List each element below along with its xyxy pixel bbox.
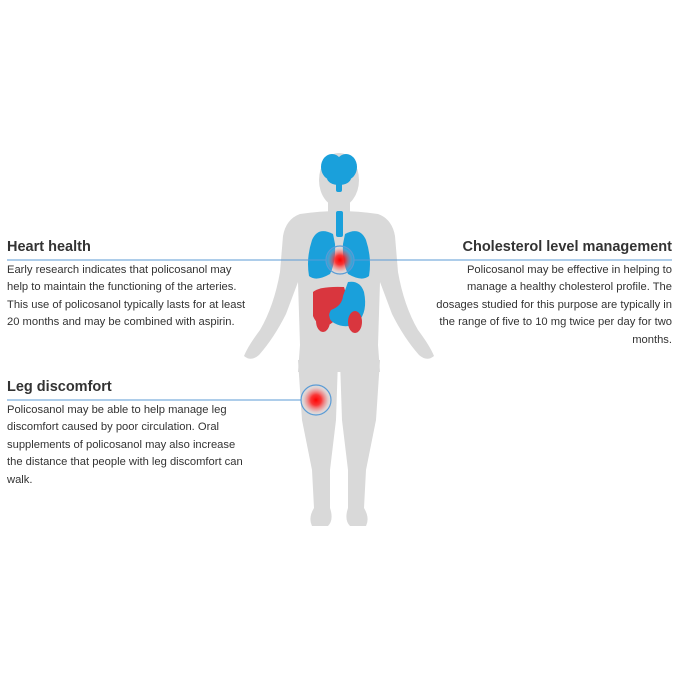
- cholesterol-title: Cholesterol level management: [462, 239, 672, 255]
- leg-discomfort-title: Leg discomfort: [7, 379, 112, 395]
- left-kidney-organ: [316, 310, 330, 332]
- trachea-organ: [336, 211, 343, 237]
- cholesterol-text: Policosanol may be effective in helping …: [436, 264, 672, 346]
- right-kidney-organ: [348, 311, 362, 333]
- heart-health-text: Early research indicates that policosano…: [7, 264, 246, 329]
- body-silhouette: [244, 153, 434, 526]
- leg-discomfort-callout: Leg discomfort Policosanol may be able t…: [7, 378, 247, 489]
- brain-organ: [321, 154, 357, 192]
- leg-discomfort-text: Policosanol may be able to help manage l…: [7, 404, 243, 486]
- heart-hotspot-icon[interactable]: [325, 245, 355, 275]
- cholesterol-callout: Cholesterol level management Policosanol…: [432, 238, 672, 349]
- heart-health-title: Heart health: [7, 239, 91, 255]
- right-leg-shape: [340, 360, 380, 526]
- leg-hotspot-icon[interactable]: [300, 384, 332, 416]
- heart-health-callout: Heart health Early research indicates th…: [7, 238, 247, 332]
